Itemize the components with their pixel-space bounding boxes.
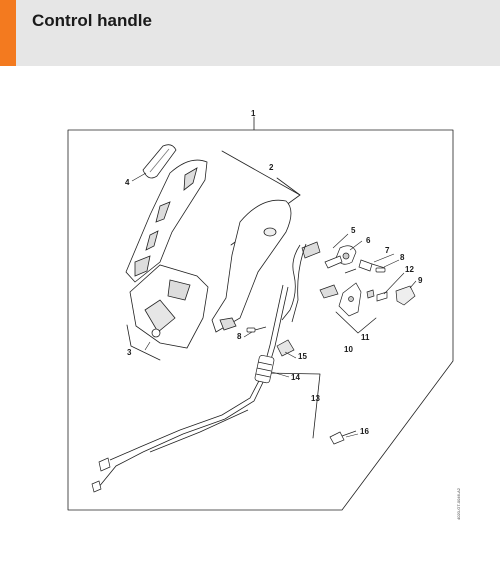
callout-8b: 8: [400, 253, 405, 262]
callout-3: 3: [127, 348, 132, 357]
callout-4: 4: [125, 178, 130, 187]
header-accent-bar: [0, 0, 16, 66]
callout-2: 2: [269, 163, 274, 172]
lever-parts: [319, 282, 416, 317]
callout-16: 16: [360, 427, 369, 436]
callout-6: 6: [366, 236, 371, 245]
cable-connectors: [91, 457, 111, 493]
throttle-cable: [281, 243, 307, 323]
callout-5: 5: [351, 226, 356, 235]
handle-cap-part: [142, 144, 177, 179]
cable-sleeve-part: [254, 339, 295, 384]
callout-11: 11: [361, 333, 370, 342]
callout-13: 13: [311, 394, 320, 403]
callout-1: 1: [251, 109, 256, 118]
lower-housing-part: [129, 264, 209, 349]
callout-8a: 8: [237, 332, 242, 341]
reference-code: 4020-GT-0046-A2: [456, 487, 461, 520]
callout-9: 9: [418, 276, 423, 285]
screw-part: [246, 267, 386, 333]
throttle-parts: [301, 241, 386, 272]
callout-12: 12: [405, 265, 414, 274]
page-header: Control handle: [0, 0, 500, 66]
bowden-cable-part: [97, 284, 289, 489]
page-title: Control handle: [32, 11, 152, 30]
callout-7: 7: [385, 246, 390, 255]
screw-16-part: [329, 430, 357, 445]
assembly-boundary: [67, 116, 454, 511]
right-handle-shell-part: [211, 199, 292, 333]
callout-15: 15: [298, 352, 307, 361]
callout-14: 14: [291, 373, 300, 382]
callout-10: 10: [344, 345, 353, 354]
handle-shell-part: [125, 159, 208, 283]
